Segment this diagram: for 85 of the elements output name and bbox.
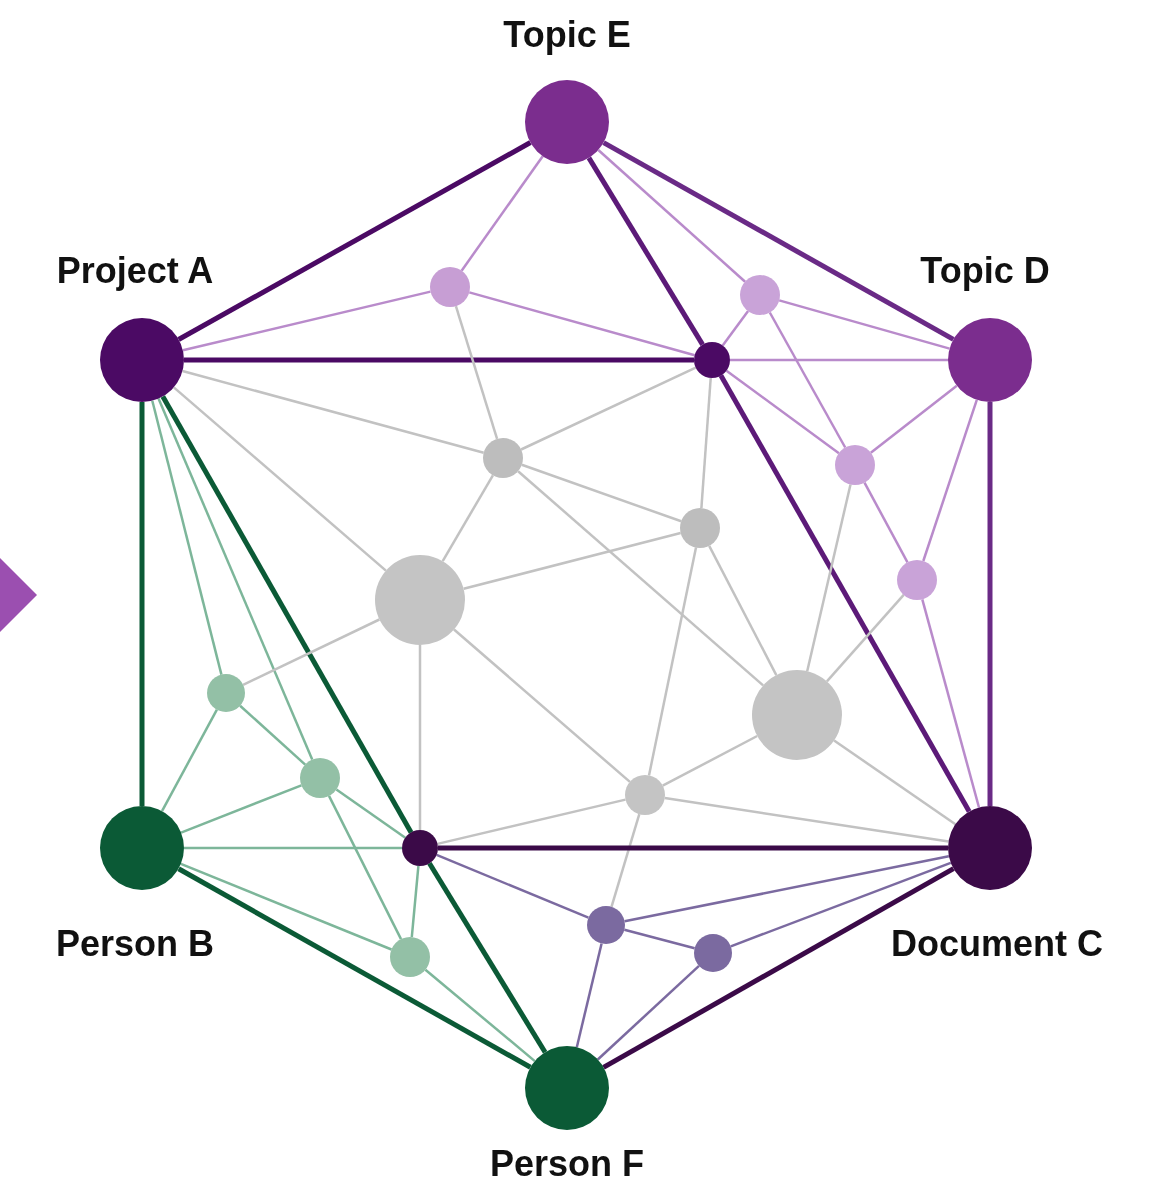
connector-line <box>454 305 499 440</box>
connector-line <box>806 484 852 672</box>
network-node <box>835 445 875 485</box>
connector-line <box>520 366 697 451</box>
node-label: Topic E <box>503 17 631 53</box>
connector-line <box>624 855 950 923</box>
connector-line <box>922 399 978 562</box>
connector-line <box>160 709 218 812</box>
network-node <box>430 267 470 307</box>
connector-line <box>730 861 952 948</box>
connector-line <box>177 866 532 1070</box>
network-node <box>752 670 842 760</box>
connector-line <box>664 796 949 843</box>
connector-line <box>921 598 981 808</box>
connector-line <box>833 739 957 826</box>
connector-line <box>987 402 993 806</box>
connector-line <box>427 862 548 1054</box>
network-node <box>680 508 720 548</box>
connector-line <box>602 140 955 342</box>
connector-line <box>825 594 905 683</box>
connector-line <box>410 865 420 938</box>
network-node <box>375 555 465 645</box>
connector-line <box>730 358 948 362</box>
connector-line <box>586 156 705 346</box>
connector-line <box>647 547 698 776</box>
connector-line <box>768 311 847 449</box>
connector-line <box>521 463 682 523</box>
network-node <box>390 937 430 977</box>
connector-line <box>173 386 387 572</box>
connector-line <box>184 357 694 363</box>
connector-line <box>184 846 402 850</box>
network-node <box>207 674 245 712</box>
connector-line <box>517 470 764 687</box>
connector-line <box>596 965 700 1061</box>
connector-line <box>242 618 380 686</box>
connector-line <box>437 798 626 846</box>
network-node <box>625 775 665 815</box>
connector-line <box>463 531 681 590</box>
connector-line <box>725 369 840 455</box>
connector-line <box>424 968 536 1063</box>
connector-line <box>441 474 494 562</box>
connector-line <box>180 862 392 951</box>
connector-line <box>182 369 485 454</box>
connector-line <box>180 784 302 834</box>
connector-line <box>468 291 696 357</box>
connector-line <box>624 928 695 950</box>
network-node <box>694 342 730 378</box>
connector-line <box>662 734 758 787</box>
connector-line <box>436 853 589 919</box>
connector-line <box>438 845 948 851</box>
connector-line <box>182 290 431 352</box>
connector-line <box>575 943 603 1048</box>
connector-line <box>700 377 712 509</box>
connector-line <box>151 400 223 675</box>
node-label: Person F <box>490 1146 644 1182</box>
connector-line <box>453 628 631 783</box>
connector-line <box>177 140 532 342</box>
connector-line <box>139 402 145 806</box>
connector-line <box>708 545 778 676</box>
connector-line <box>602 866 955 1070</box>
network-node <box>402 830 438 866</box>
node-label: Person B <box>56 926 214 962</box>
network-node <box>300 758 340 798</box>
connector-line <box>870 384 958 454</box>
network-node <box>483 438 523 478</box>
connector-line <box>327 795 403 940</box>
node-label: Document C <box>891 926 1103 962</box>
connector-line <box>418 645 422 830</box>
connector-line <box>157 398 314 761</box>
connector-line <box>239 704 307 766</box>
network-node <box>587 906 625 944</box>
network-node <box>740 275 780 315</box>
connector-line <box>721 310 750 347</box>
connector-line <box>778 299 950 350</box>
connector-line <box>610 813 641 908</box>
node-label: Topic D <box>920 253 1050 289</box>
connector-line <box>335 788 406 839</box>
connector-line <box>863 482 909 563</box>
network-node <box>694 934 732 972</box>
connector-line <box>597 149 746 283</box>
connector-line <box>460 155 544 272</box>
connector-line <box>718 374 972 813</box>
node-label: Project A <box>56 253 214 289</box>
network-node <box>897 560 937 600</box>
connector-line <box>160 395 414 834</box>
